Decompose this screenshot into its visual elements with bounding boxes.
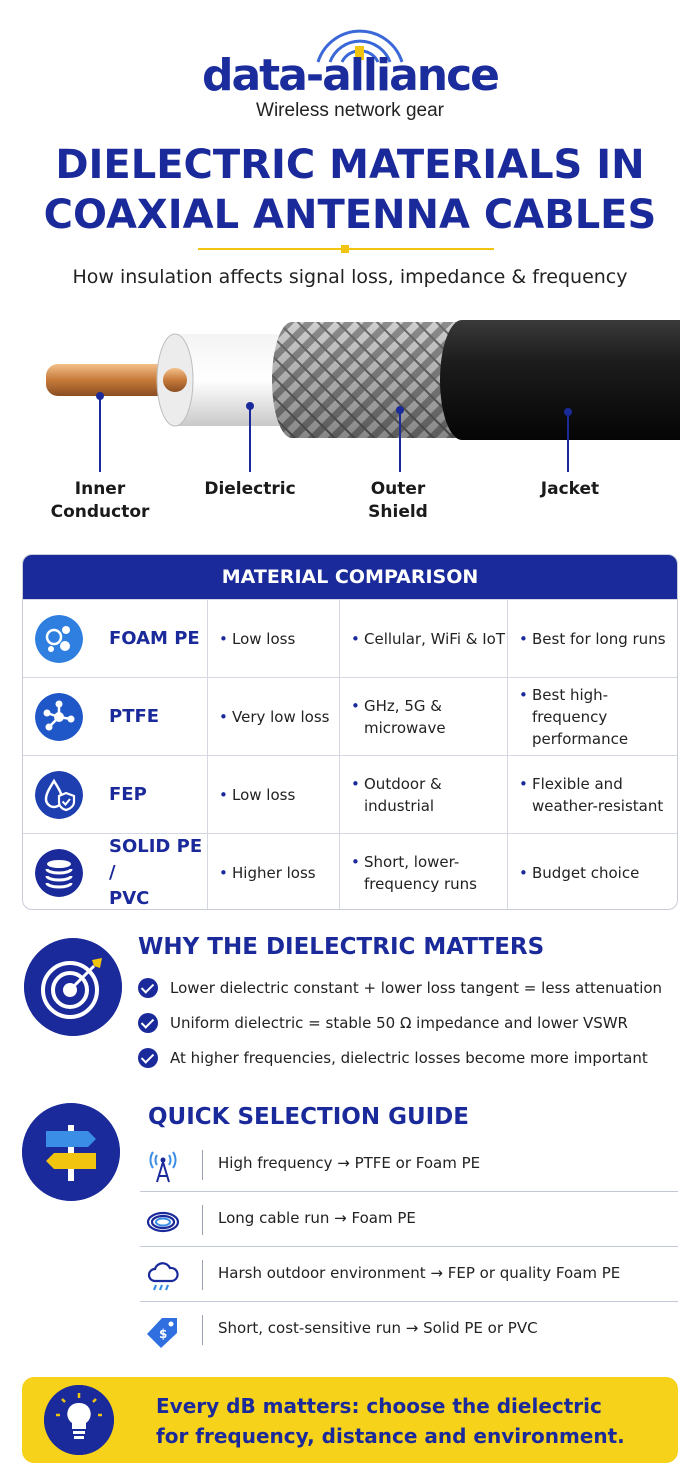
check-icon: [138, 1048, 158, 1068]
molecule-icon: [35, 693, 83, 741]
page-title: DIELECTRIC MATERIALS IN COAXIAL ANTENNA …: [0, 140, 700, 240]
note-cell: Budget choice: [508, 834, 677, 909]
label-inner-line-1: Inner: [74, 479, 126, 499]
droplet-shield-icon: [35, 771, 83, 819]
table-heading: MATERIAL COMPARISON: [23, 555, 677, 599]
bubbles-icon: [35, 615, 83, 663]
cable-coil-icon: [146, 1211, 180, 1233]
table-row: SOLID PE / PVC Higher loss Short, lower-…: [23, 833, 677, 909]
loss-cell: Higher loss: [208, 834, 340, 909]
loss-cell: Low loss: [208, 600, 340, 678]
guide-text: Long cable run → Foam PE: [218, 1209, 416, 1227]
why-item: At higher frequencies, dielectric losses…: [138, 1046, 648, 1070]
banner-line-2: for frequency, distance and environment.: [156, 1424, 625, 1448]
check-icon: [138, 1013, 158, 1033]
use-cell: Short, lower- frequency runs: [340, 834, 508, 909]
guide-text: Short, cost-sensitive run → Solid PE or …: [218, 1319, 538, 1337]
loss-cell: Very low loss: [208, 678, 340, 756]
use-cell: Outdoor & industrial: [340, 756, 508, 834]
svg-text:$: $: [159, 1327, 167, 1341]
why-item: Lower dielectric constant + lower loss t…: [138, 976, 662, 1000]
material-cell: FOAM PE: [23, 600, 208, 678]
why-item: Uniform dielectric = stable 50 Ω impedan…: [138, 1011, 628, 1035]
guide-item: Harsh outdoor environment → FEP or quali…: [140, 1250, 678, 1302]
brand-name: data-alliance: [201, 50, 500, 101]
brand-tagline: Wireless network gear: [256, 100, 444, 121]
material-cell: SOLID PE / PVC: [23, 834, 208, 909]
material-cell: FEP: [23, 756, 208, 834]
title-line-2: COAXIAL ANTENNA CABLES: [43, 192, 657, 238]
material-name: SOLID PE / PVC: [109, 836, 203, 909]
brand-header: data-alliance Wireless network gear: [0, 0, 700, 130]
guide-separator: [202, 1260, 203, 1290]
page-subtitle: How insulation affects signal loss, impe…: [72, 266, 628, 288]
stack-icon: [35, 849, 83, 897]
title-divider-dot: [341, 245, 349, 253]
signpost-icon: [22, 1103, 120, 1201]
label-shield-line-1: Outer: [370, 479, 426, 499]
label-inner-line-2: Conductor: [50, 502, 150, 522]
dielectric-layer: [157, 334, 300, 426]
storm-cloud-icon: [147, 1262, 179, 1291]
guide-separator: [202, 1315, 203, 1345]
banner-message: Every dB matters: choose the dielectric …: [156, 1391, 625, 1451]
label-jacket: Jacket: [540, 479, 600, 499]
antenna-icon: [149, 1151, 177, 1183]
note-cell: Best high-frequency performance: [508, 678, 677, 756]
label-dielectric: Dielectric: [204, 479, 296, 499]
material-comparison-table: MATERIAL COMPARISON FOAM PE Low loss Cel…: [22, 554, 678, 910]
tip-banner: Every dB matters: choose the dielectric …: [22, 1377, 678, 1463]
guide-section-title: QUICK SELECTION GUIDE: [148, 1104, 469, 1130]
guide-text: High frequency → PTFE or Foam PE: [218, 1154, 481, 1172]
guide-separator: [202, 1150, 203, 1180]
use-cell: Cellular, WiFi & IoT: [340, 600, 508, 678]
inner-conductor: [46, 364, 186, 396]
label-outer-shield: Outer Shield: [348, 478, 448, 524]
table-row: FOAM PE Low loss Cellular, WiFi & IoT Be…: [23, 599, 677, 678]
signal-waves-icon: [316, 29, 404, 63]
banner-line-1: Every dB matters: choose the dielectric: [156, 1394, 602, 1418]
loss-cell: Low loss: [208, 756, 340, 834]
label-inner-conductor: Inner Conductor: [40, 478, 160, 524]
check-icon: [138, 978, 158, 998]
note-cell: Flexible and weather-resistant: [508, 756, 677, 834]
guide-text: Harsh outdoor environment → FEP or quali…: [218, 1264, 621, 1282]
note-cell: Best for long runs: [508, 600, 677, 678]
lightbulb-icon: [44, 1385, 114, 1455]
guide-separator: [202, 1205, 203, 1235]
use-cell: GHz, 5G & microwave: [340, 678, 508, 756]
why-section-title: WHY THE DIELECTRIC MATTERS: [138, 934, 545, 960]
target-icon: [24, 938, 122, 1036]
title-line-1: DIELECTRIC MATERIALS IN: [55, 142, 645, 188]
guide-item: $ Short, cost-sensitive run → Solid PE o…: [140, 1305, 678, 1357]
outer-jacket: [440, 320, 680, 440]
material-name: FOAM PE: [109, 628, 200, 649]
guide-item: Long cable run → Foam PE: [140, 1195, 678, 1247]
guide-item: High frequency → PTFE or Foam PE: [140, 1140, 678, 1192]
material-name: PTFE: [109, 706, 160, 727]
material-cell: PTFE: [23, 678, 208, 756]
coax-cable-diagram: Inner Conductor Dielectric Outer Shield …: [0, 300, 700, 540]
table-row: PTFE Very low loss GHz, 5G & microwave B…: [23, 677, 677, 756]
coax-cable-illustration: [46, 320, 680, 472]
price-tag-icon: $: [147, 1318, 177, 1348]
label-shield-line-2: Shield: [368, 502, 428, 522]
table-row: FEP Low loss Outdoor & industrial Flexib…: [23, 755, 677, 834]
material-name: FEP: [109, 784, 147, 805]
